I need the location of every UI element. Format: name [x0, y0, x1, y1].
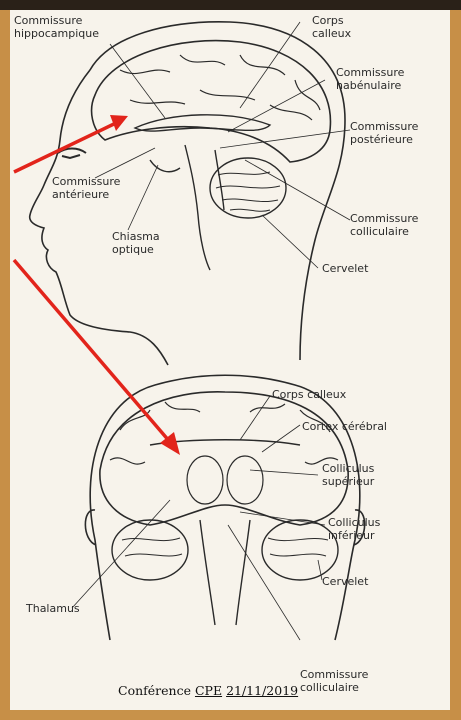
label-commissure-colliculaire-bottom: Commissure colliculaire [300, 668, 390, 694]
cerebellum-folia [216, 172, 280, 211]
label-commissure-colliculaire-top: Commissure colliculaire [350, 212, 440, 238]
arrow-lower [14, 260, 170, 442]
label-commissure-posterieure: Commissure postérieure [350, 120, 440, 146]
label-commissure-anterieure: Commissure antérieure [52, 175, 142, 201]
gyri-lines [120, 55, 320, 120]
label-thalamus: Thalamus [26, 602, 80, 615]
coronal-brainstem [200, 520, 250, 625]
cerebrum-outline [92, 41, 331, 162]
thalamus-left [187, 456, 223, 504]
label-commissure-hippocampique: Commissure hippocampique [14, 14, 124, 40]
coronal-cerebrum [100, 392, 348, 525]
optic-chiasm [150, 160, 180, 172]
label-colliculus-inferieur: Colliculus inférieur [328, 516, 408, 542]
lower-leader-lines [72, 396, 325, 640]
cerebellum-right [262, 520, 338, 580]
label-corps-calleux-bottom: Corps calleux [272, 388, 346, 401]
thalamus-right [227, 456, 263, 504]
label-colliculus-superieur: Colliculus supérieur [322, 462, 402, 488]
coronal-head-outline [90, 375, 360, 640]
label-cervelet-top: Cervelet [322, 262, 368, 275]
footer-cpe: CPE [195, 683, 222, 698]
label-cortex-cerebral: Cortex cérébral [302, 420, 387, 433]
footer-date: 21/11/2019 [226, 683, 298, 698]
slide-footer: Conférence CPE 21/11/2019 [118, 683, 298, 698]
coronal-head [85, 375, 364, 640]
label-commissure-habenulaire: Commissure habénulaire [336, 66, 426, 92]
cerebellum-left [112, 520, 188, 580]
label-corps-calleux-top: Corps calleux [312, 14, 372, 40]
label-chiasma-optique: Chiasma optique [112, 230, 172, 256]
cerebellum-folia-coronal [122, 538, 328, 556]
footer-prefix: Conférence [118, 683, 195, 698]
label-cervelet-bottom: Cervelet [322, 575, 368, 588]
arrow-upper [14, 123, 116, 172]
